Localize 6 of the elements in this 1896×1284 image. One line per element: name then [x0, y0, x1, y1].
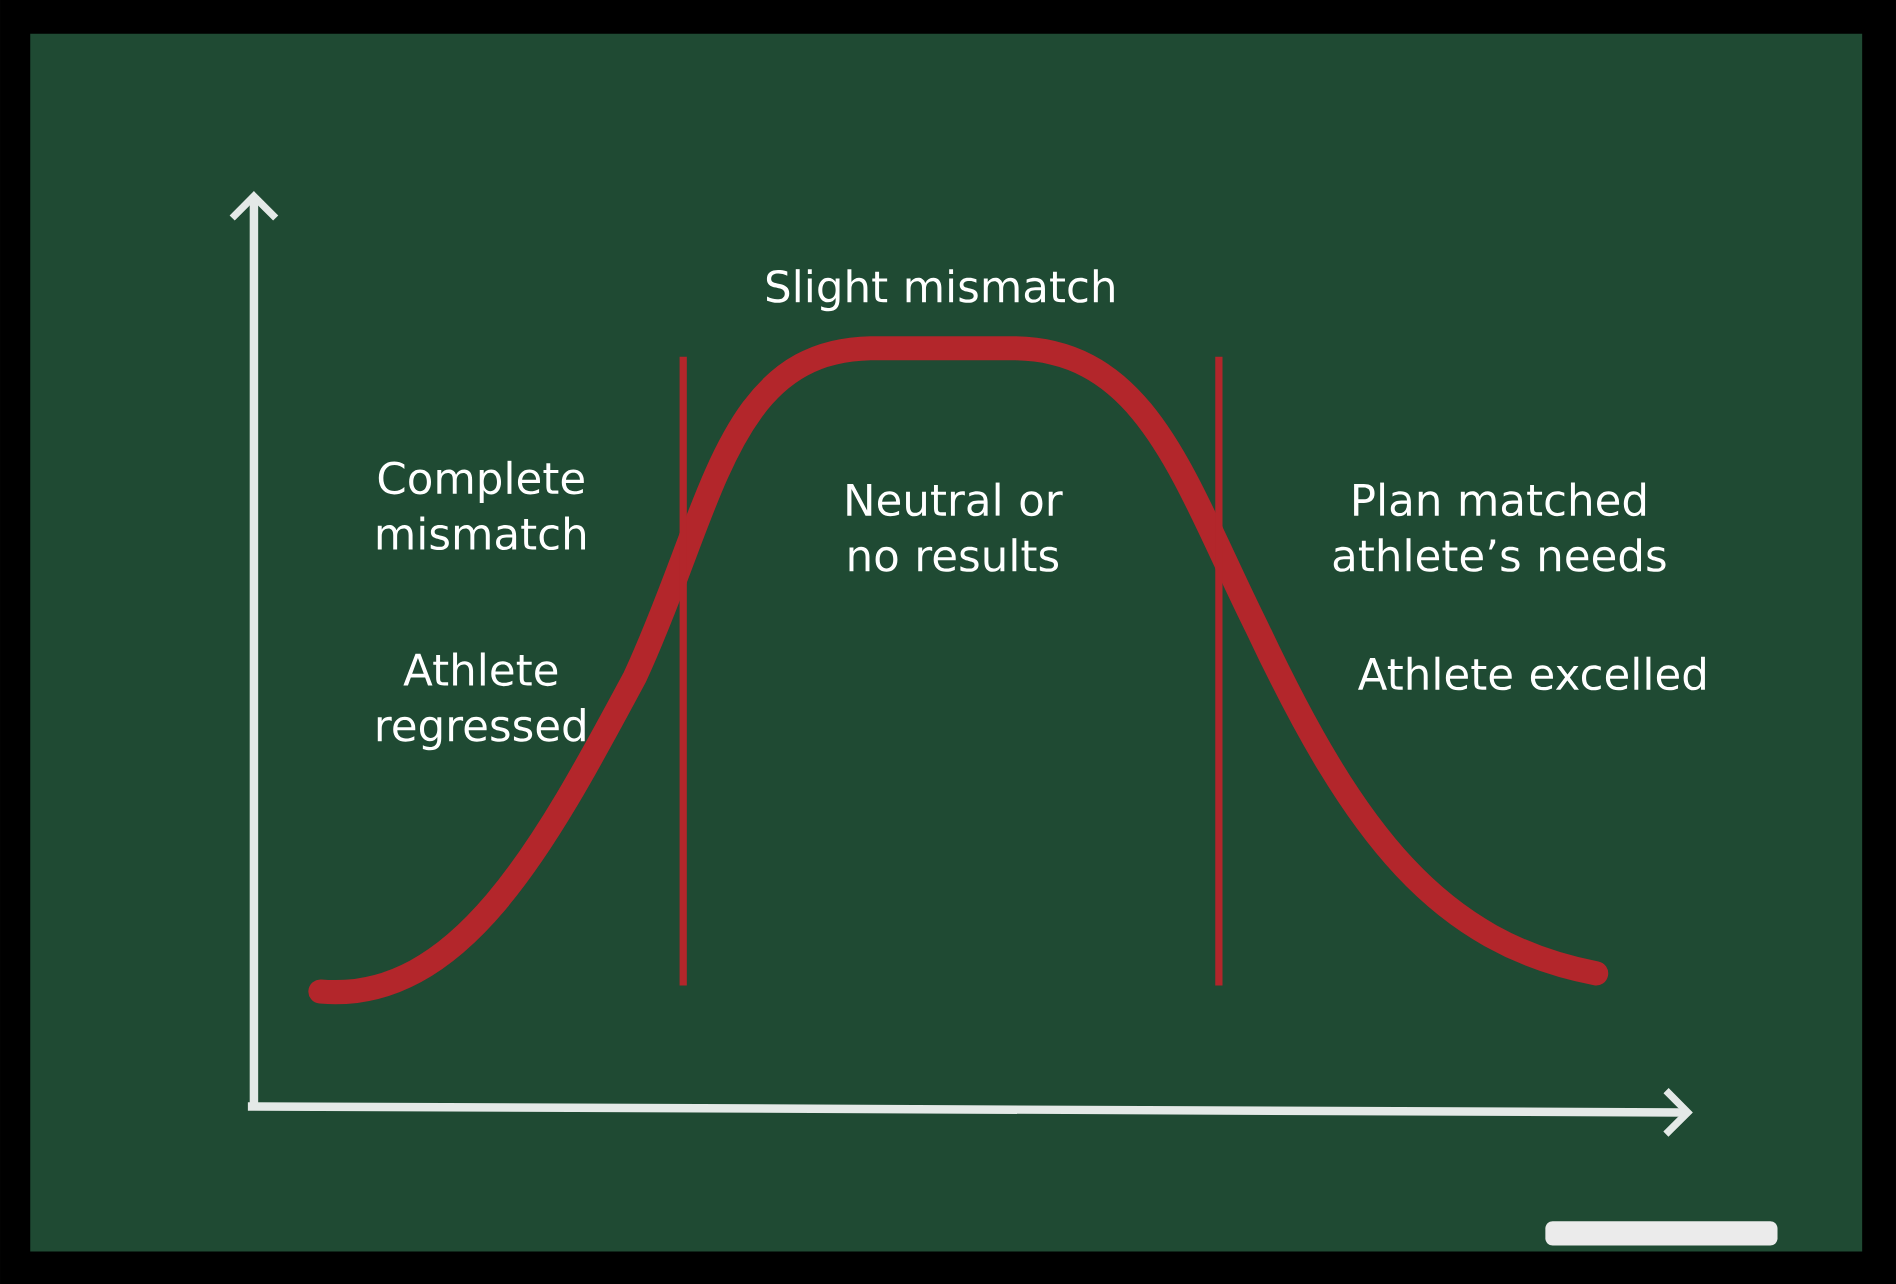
region-label: Athlete regressed: [377, 652, 585, 751]
region-label: Complete mismatch: [377, 460, 585, 550]
region-label: Athlete excelled: [1358, 656, 1705, 691]
region-label: Neutral or no results: [847, 482, 1063, 572]
region-label: Plan matched athlete’s needs: [1333, 482, 1666, 572]
region-label: Slight mismatch: [766, 269, 1114, 312]
